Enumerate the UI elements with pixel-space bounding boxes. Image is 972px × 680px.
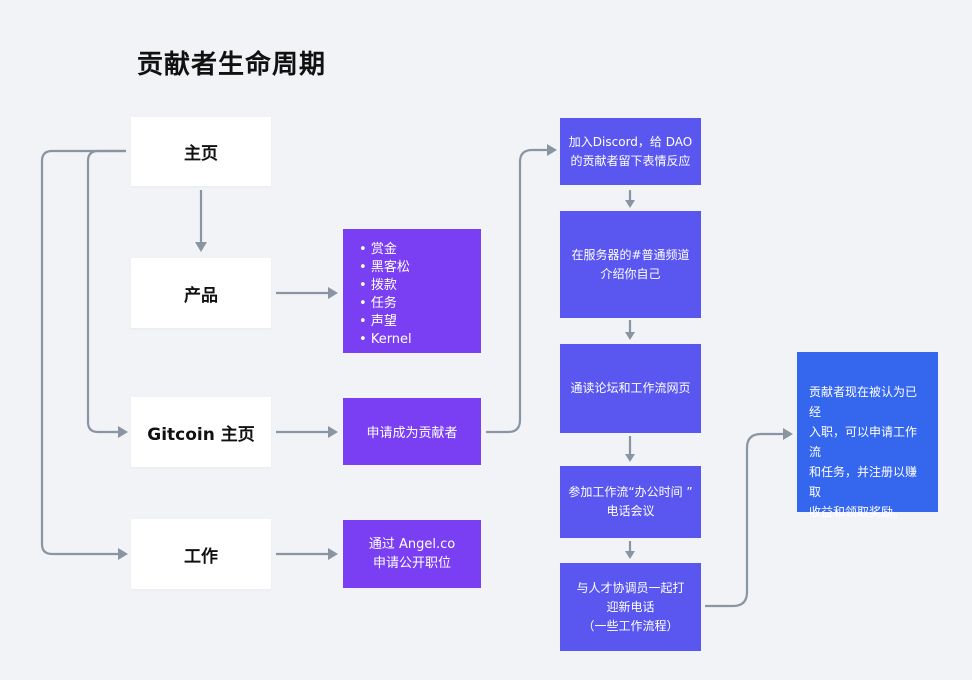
node-step-2: 在服务器的#普通频道 介绍你自己 xyxy=(560,211,701,318)
arrowhead xyxy=(328,548,338,560)
node-step-5: 与人才协调员一起打 迎新电话 （一些工作流程） xyxy=(560,563,701,651)
node-step-4: 参加工作流“办公时间 ” 电话会议 xyxy=(560,466,701,538)
step-3-line-1: 通读论坛和工作流网页 xyxy=(570,381,691,395)
arrowhead xyxy=(195,242,207,252)
final-line-2: 入职，可以申请工作流 xyxy=(809,425,918,459)
node-final: 贡献者现在被认为已经 入职，可以申请工作流 和任务，并注册以赚取 收益和领取奖励… xyxy=(797,352,938,519)
arrow-apply-to-step1 xyxy=(486,148,547,434)
node-apply-contributor: 申请成为贡献者 xyxy=(343,398,481,465)
node-jobs: 工作 xyxy=(131,519,271,589)
node-product-list: 赏金 黑客松 拨款 任务 声望 Kernel xyxy=(343,229,481,353)
step-1-line-1: 加入Discord，给 DAO xyxy=(568,134,693,149)
arrowhead xyxy=(328,426,338,438)
product-item: 任务 xyxy=(359,295,481,313)
final-line-4: 收益和领取奖励。 xyxy=(809,505,906,519)
step-5-line-2: 迎新电话 xyxy=(606,599,655,614)
arrowhead xyxy=(118,426,128,438)
step-4-line-2: 电话会议 xyxy=(606,504,655,518)
arrowhead xyxy=(547,144,557,156)
product-item: 赏金 xyxy=(359,241,481,259)
step-2-line-1: 在服务器的#普通频道 xyxy=(571,247,690,262)
angel-line-2: 申请公开职位 xyxy=(372,556,451,571)
arrow-step5-to-final xyxy=(705,432,783,608)
step-4-line-1: 参加工作流“办公时间 ” xyxy=(568,485,693,499)
node-home: 主页 xyxy=(131,117,271,186)
node-angel: 通过 Angel.co 申请公开职位 xyxy=(343,520,481,588)
arrowhead xyxy=(118,548,128,560)
arrowhead xyxy=(625,332,635,340)
arrow-home-to-jobs xyxy=(40,149,126,556)
product-item: 黑客松 xyxy=(359,259,481,277)
node-products: 产品 xyxy=(131,258,271,328)
final-line-1: 贡献者现在被认为已经 xyxy=(809,385,918,419)
node-step-1: 加入Discord，给 DAO 的贡献者留下表情反应 xyxy=(560,118,701,185)
angel-line-1: 通过 Angel.co xyxy=(368,537,456,552)
step-1-line-2: 的贡献者留下表情反应 xyxy=(570,153,691,168)
final-line-3: 和任务，并注册以赚取 xyxy=(809,465,918,499)
diagram-title: 贡献者生命周期 xyxy=(137,50,327,80)
arrowhead xyxy=(783,428,793,440)
product-item: 拨款 xyxy=(359,277,481,295)
step-2-line-2: 介绍你自己 xyxy=(600,266,661,281)
node-step-3: 通读论坛和工作流网页 xyxy=(560,344,701,433)
arrowhead xyxy=(625,200,635,208)
arrowhead xyxy=(328,287,338,299)
step-5-line-1: 与人才协调员一起打 xyxy=(576,580,685,595)
product-item: 声望 xyxy=(359,313,481,331)
step-5-line-3: （一些工作流程） xyxy=(582,618,679,633)
node-gitcoin-home: Gitcoin 主页 xyxy=(131,397,271,467)
arrowhead xyxy=(625,551,635,559)
arrow-home-to-gitcoin xyxy=(86,149,126,434)
product-item: Kernel xyxy=(359,331,481,349)
arrowhead xyxy=(625,454,635,462)
